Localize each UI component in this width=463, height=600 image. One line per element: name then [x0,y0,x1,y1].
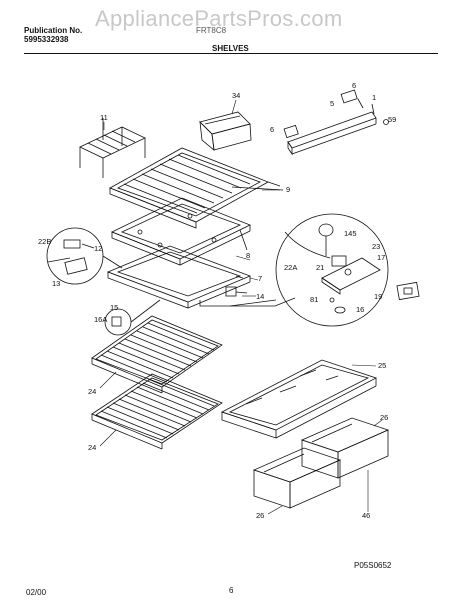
part-9-shelf [109,147,284,229]
callout-12: 12 [94,244,102,253]
part-8-shelf-frame [111,197,251,266]
callout-34: 34 [232,91,240,100]
detail-circle-right [229,213,389,327]
detail-circle-small [104,299,161,336]
callout-81: 81 [310,295,318,304]
callout-26a: 26 [380,413,388,422]
model-code: FRT8C8 [196,26,227,35]
callout-16a: 16A [94,315,107,324]
part-11-wire-rack [79,118,146,178]
section-title: SHELVES [212,44,249,53]
callout-26b: 26 [256,511,264,520]
part-24-wire-shelf-lower [91,373,223,450]
callout-25: 25 [378,361,386,370]
part-25-crisper-cover [220,359,378,439]
callout-145: 145 [344,229,357,238]
callout-14: 14 [256,292,264,301]
callout-46: 46 [362,511,370,520]
leader-lines [99,99,383,515]
callout-17: 17 [377,253,385,262]
callout-11: 11 [100,113,108,122]
callout-7: 7 [258,274,262,283]
page-number: 6 [229,586,234,595]
part-19-component [396,281,420,301]
callout-19: 19 [374,292,382,301]
header-divider [24,53,438,54]
detail-circle-left [46,227,123,285]
diagram-code: P05S0652 [354,561,392,570]
callout-23: 23 [372,242,380,251]
callout-8: 8 [246,251,250,260]
part-34-bin [199,111,252,151]
callout-15: 15 [110,303,118,312]
part-14-block [199,286,296,307]
watermark: AppliancePartsPros.com [95,6,343,31]
callout-59: 59 [388,115,396,124]
part-5-rail [283,89,389,156]
callout-labels: 34 6 5 1 59 6 11 9 8 7 14 22B 12 13 15 1… [38,81,396,520]
callout-6a: 6 [352,81,356,90]
callout-21: 21 [316,263,324,272]
part-26-crisper-right [300,417,390,479]
part-24-wire-shelf-upper [91,315,223,394]
callout-9: 9 [286,185,290,194]
part-26-crisper-left [252,447,342,509]
callout-13: 13 [52,279,60,288]
callout-24a: 24 [88,387,96,396]
publication-label: Publication No. [24,26,83,35]
callout-6b: 6 [270,125,274,134]
callout-22a: 22A [284,263,297,272]
callout-22b: 22B [38,237,51,246]
callout-1: 1 [372,93,376,102]
part-7-frame [106,245,252,309]
callout-16: 16 [356,305,364,314]
callout-5: 5 [330,99,334,108]
callout-24b: 24 [88,443,96,452]
footer-date: 02/00 [26,588,47,597]
publication-number: 5995332938 [24,35,69,44]
